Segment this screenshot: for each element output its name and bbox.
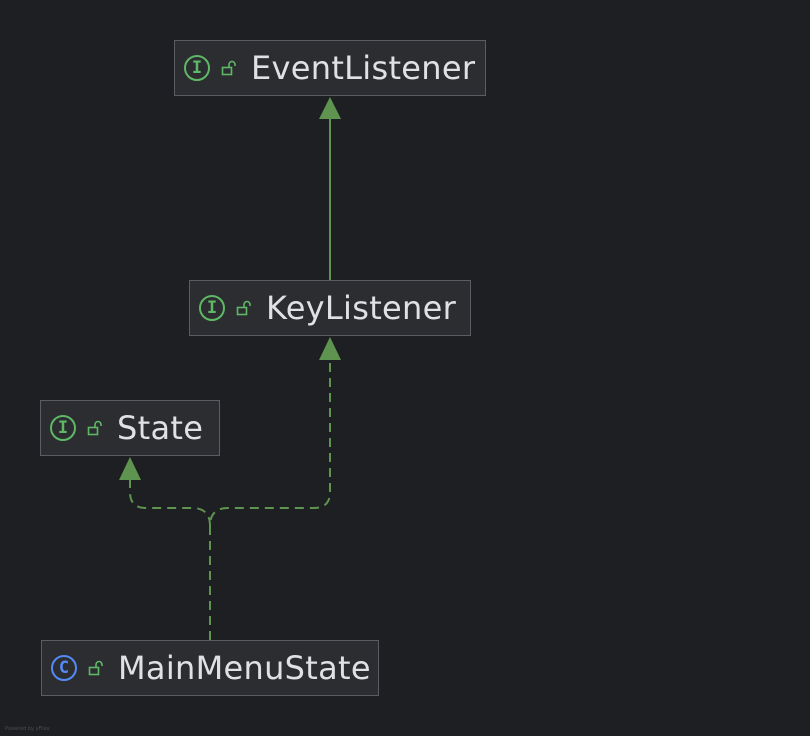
- edge-mainmenustate-implements-state: [129, 480, 211, 527]
- node-eventlistener[interactable]: I EventListener: [174, 40, 486, 96]
- node-keylistener[interactable]: I KeyListener: [189, 280, 471, 336]
- footer-credit: Powered by yFiles: [5, 726, 50, 732]
- interface-icon: I: [50, 415, 76, 441]
- node-name: State: [117, 409, 204, 447]
- node-name: EventListener: [251, 49, 476, 87]
- open-lock-icon: [87, 420, 102, 436]
- open-lock-icon: [221, 60, 236, 76]
- node-state[interactable]: I State: [40, 400, 220, 456]
- node-name: MainMenuState: [118, 649, 371, 687]
- node-mainmenustate[interactable]: C MainMenuState: [41, 640, 379, 696]
- edge-mainmenustate-implements-keylistener: [209, 360, 331, 640]
- arrowhead-eventlistener: [319, 97, 341, 119]
- node-name: KeyListener: [266, 289, 457, 327]
- interface-icon: I: [184, 55, 210, 81]
- open-lock-icon: [88, 660, 103, 676]
- class-icon: C: [51, 655, 77, 681]
- arrowhead-keylistener: [319, 337, 341, 360]
- arrowhead-state: [119, 457, 141, 480]
- interface-icon: I: [199, 295, 225, 321]
- open-lock-icon: [236, 300, 251, 316]
